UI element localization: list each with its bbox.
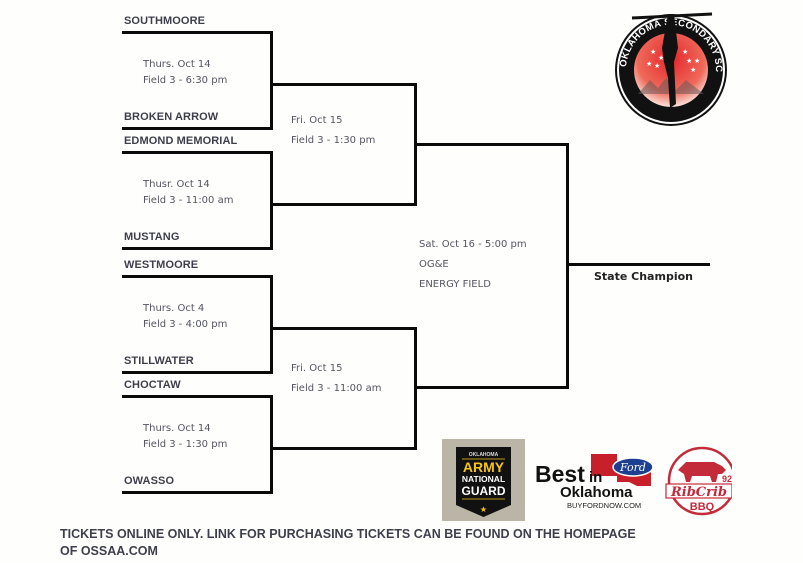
bracket-line xyxy=(270,31,273,130)
final-venue-line1: OG&E xyxy=(419,259,449,270)
match-date: Thusr. Oct 14 xyxy=(143,179,210,190)
ford-logo-in: in xyxy=(589,469,602,486)
bracket-line xyxy=(416,386,569,389)
army-logo-line3: NATIONAL xyxy=(462,474,505,484)
star-icon: ★ xyxy=(480,505,487,514)
svg-text:★: ★ xyxy=(682,48,688,56)
ossaa-logo: OKLAHOMA SECONDARY SCHOOL ACTIVITIES ASS… xyxy=(608,0,730,130)
bracket-line xyxy=(270,395,273,494)
team-name: EDMOND MEMORIAL xyxy=(124,135,238,147)
bracket-line xyxy=(272,83,417,86)
army-national-guard-logo: OKLAHOMA ARMY NATIONAL GUARD ★ xyxy=(442,439,525,521)
ford-brand-text: Ford xyxy=(619,461,646,474)
final-venue-line2: ENERGY FIELD xyxy=(419,279,491,290)
match-date: Thurs. Oct 14 xyxy=(143,59,211,70)
match-date: Thurs. Oct 14 xyxy=(143,423,211,434)
match-field-time: Field 3 - 11:00 am xyxy=(143,195,234,206)
bracket-line xyxy=(416,143,569,146)
team-name: WESTMOORE xyxy=(124,259,199,271)
state-champion-label: State Champion xyxy=(594,270,693,283)
svg-text:★: ★ xyxy=(654,62,660,70)
ford-logo-url: BUYFORDNOW.COM xyxy=(567,501,641,510)
bracket-line xyxy=(122,371,273,374)
army-logo-line2: ARMY xyxy=(463,459,505,475)
army-logo-line4: GUARD xyxy=(462,484,506,498)
ticket-notice: TICKETS ONLINE ONLY. LINK FOR PURCHASING… xyxy=(60,526,636,560)
svg-text:★: ★ xyxy=(650,48,656,56)
bracket-line xyxy=(122,127,273,130)
bracket-line xyxy=(272,203,417,206)
ribcrib-number: 92 xyxy=(722,474,732,484)
match-field-time: Field 3 - 6:30 pm xyxy=(143,75,228,86)
ribcrib-bbq-logo: 92 RibCrib BBQ xyxy=(664,440,737,522)
match-date: Thurs. Oct 4 xyxy=(143,303,205,314)
bracket-line xyxy=(566,143,569,389)
ribcrib-sub: BBQ xyxy=(690,501,715,513)
match-field-time: Field 3 - 1:30 pm xyxy=(291,135,376,146)
ticket-notice-line1: TICKETS ONLINE ONLY. LINK FOR PURCHASING… xyxy=(60,527,636,541)
bracket-line xyxy=(270,151,273,250)
bracket-line xyxy=(272,447,417,450)
bracket-line xyxy=(122,275,273,278)
match-field-time: Field 3 - 11:00 am xyxy=(291,383,382,394)
team-name: OWASSO xyxy=(124,475,175,487)
army-logo-line1: OKLAHOMA xyxy=(469,452,499,458)
bracket-line xyxy=(270,275,273,374)
champion-line xyxy=(568,263,710,266)
bracket-line xyxy=(122,395,273,398)
bracket-line xyxy=(122,491,273,494)
bracket-line xyxy=(272,327,417,330)
final-date-time: Sat. Oct 16 - 5:00 pm xyxy=(419,239,527,250)
bracket-line xyxy=(414,327,417,450)
svg-text:★: ★ xyxy=(694,57,700,65)
ribcrib-name: RibCrib xyxy=(670,485,727,500)
team-name: BROKEN ARROW xyxy=(124,111,219,123)
bracket-line xyxy=(122,247,273,250)
bracket-line xyxy=(122,151,273,154)
team-name: SOUTHMOORE xyxy=(124,15,206,27)
team-name: CHOCTAW xyxy=(124,379,181,391)
svg-text:★: ★ xyxy=(690,66,696,74)
ticket-notice-line2: OF OSSAA.COM xyxy=(60,544,158,558)
best-in-oklahoma-ford-logo: Ford Best in Oklahoma BUYFORDNOW.COM xyxy=(533,452,658,512)
match-field-time: Field 3 - 4:00 pm xyxy=(143,319,228,330)
match-date: Fri. Oct 15 xyxy=(291,115,343,126)
match-field-time: Field 3 - 1:30 pm xyxy=(143,439,228,450)
bracket-line xyxy=(122,31,273,34)
team-name: STILLWATER xyxy=(124,355,194,367)
svg-text:★: ★ xyxy=(658,54,664,62)
ford-logo-best: Best xyxy=(535,461,585,487)
match-date: Fri. Oct 15 xyxy=(291,363,343,374)
svg-text:★: ★ xyxy=(646,60,652,68)
bracket-line xyxy=(414,83,417,206)
ford-logo-state: Oklahoma xyxy=(560,484,633,501)
svg-text:★: ★ xyxy=(686,57,692,65)
team-name: MUSTANG xyxy=(124,231,180,243)
